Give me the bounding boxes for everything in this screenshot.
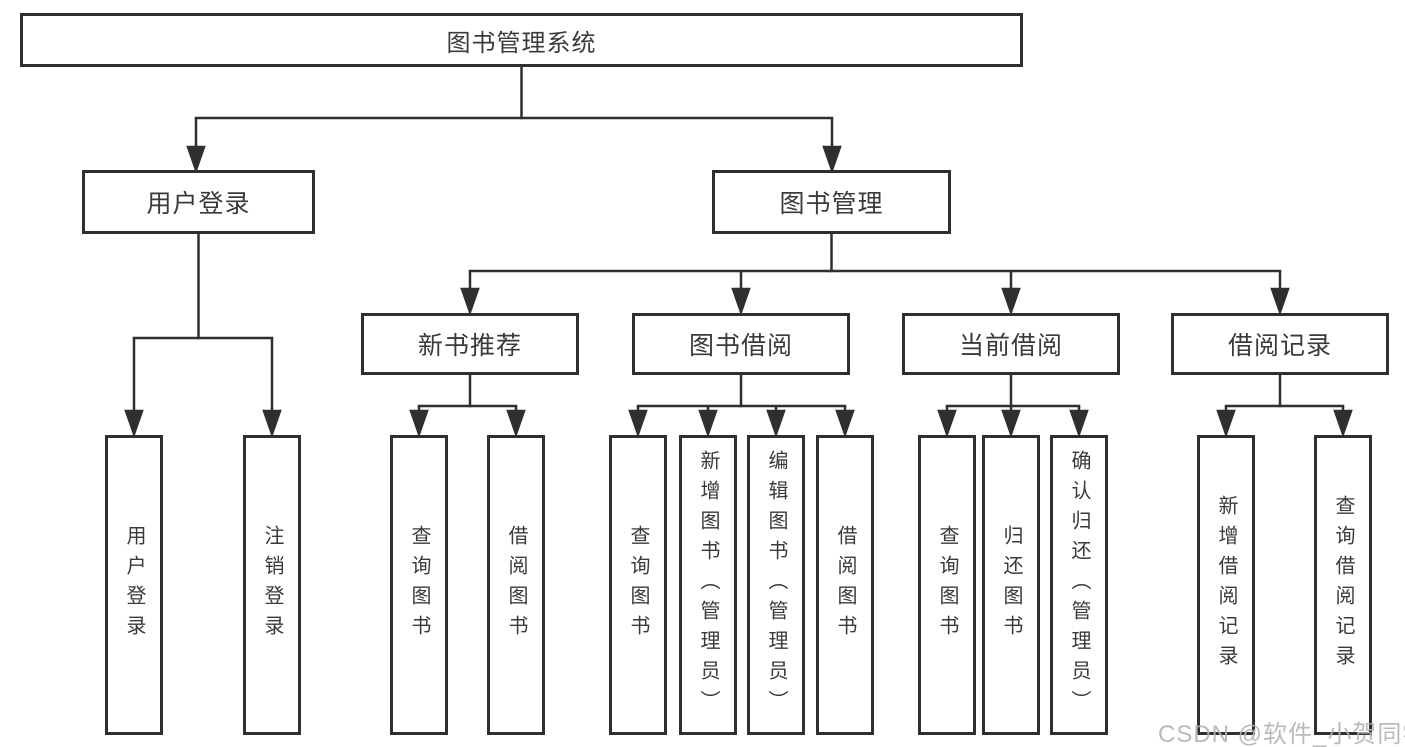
leaf-edit-books-admin: 编辑图书（管理员） <box>747 435 805 735</box>
leaf-return-books: 归还图书 <box>982 435 1040 735</box>
csdn-watermark: CSDN @软件_小贺同学 <box>1158 721 1405 747</box>
leaf-label: 查询图书 <box>627 525 649 645</box>
node-current-borrowing: 当前借阅 <box>902 313 1120 375</box>
leaf-label: 借阅图书 <box>505 525 527 645</box>
leaf-label: 用户登录 <box>123 525 145 645</box>
node-borrowing-records: 借阅记录 <box>1171 313 1389 375</box>
leaf-label: 注销登录 <box>261 525 283 645</box>
node-label: 新书推荐 <box>417 332 522 360</box>
leaf-label: 确认归还（管理员） <box>1068 450 1090 720</box>
node-label: 图书管理系统 <box>446 29 597 57</box>
node-book-management: 图书管理 <box>712 170 951 234</box>
leaf-label: 新增图书（管理员） <box>697 450 719 720</box>
node-new-book-recommendation: 新书推荐 <box>361 313 579 375</box>
leaf-label: 新增借阅记录 <box>1215 495 1237 675</box>
leaf-label: 查询图书 <box>936 525 958 645</box>
leaf-label: 归还图书 <box>1000 525 1022 645</box>
node-label: 图书管理 <box>779 190 884 218</box>
leaf-borrow-books: 借阅图书 <box>487 435 545 735</box>
leaf-label: 编辑图书（管理员） <box>765 450 787 720</box>
leaf-query-books: 查询图书 <box>390 435 448 735</box>
leaf-confirm-return-admin: 确认归还（管理员） <box>1050 435 1108 735</box>
node-label: 用户登录 <box>146 190 251 218</box>
leaf-label: 查询借阅记录 <box>1332 495 1354 675</box>
leaf-user-login: 用户登录 <box>105 435 163 735</box>
leaf-query-borrow-record: 查询借阅记录 <box>1314 435 1372 735</box>
node-label: 图书借阅 <box>688 332 793 360</box>
leaf-label: 查询图书 <box>408 525 430 645</box>
leaf-label: 借阅图书 <box>834 525 856 645</box>
leaf-borrow-books: 借阅图书 <box>816 435 874 735</box>
node-label: 借阅记录 <box>1227 332 1332 360</box>
leaf-logout: 注销登录 <box>243 435 301 735</box>
leaf-query-books: 查询图书 <box>918 435 976 735</box>
node-library-management-system: 图书管理系统 <box>20 13 1023 67</box>
leaf-add-books-admin: 新增图书（管理员） <box>679 435 737 735</box>
node-book-borrowing: 图书借阅 <box>632 313 850 375</box>
node-label: 当前借阅 <box>958 332 1063 360</box>
node-user-login: 用户登录 <box>82 170 315 234</box>
leaf-query-books: 查询图书 <box>609 435 667 735</box>
leaf-add-borrow-record: 新增借阅记录 <box>1197 435 1255 735</box>
